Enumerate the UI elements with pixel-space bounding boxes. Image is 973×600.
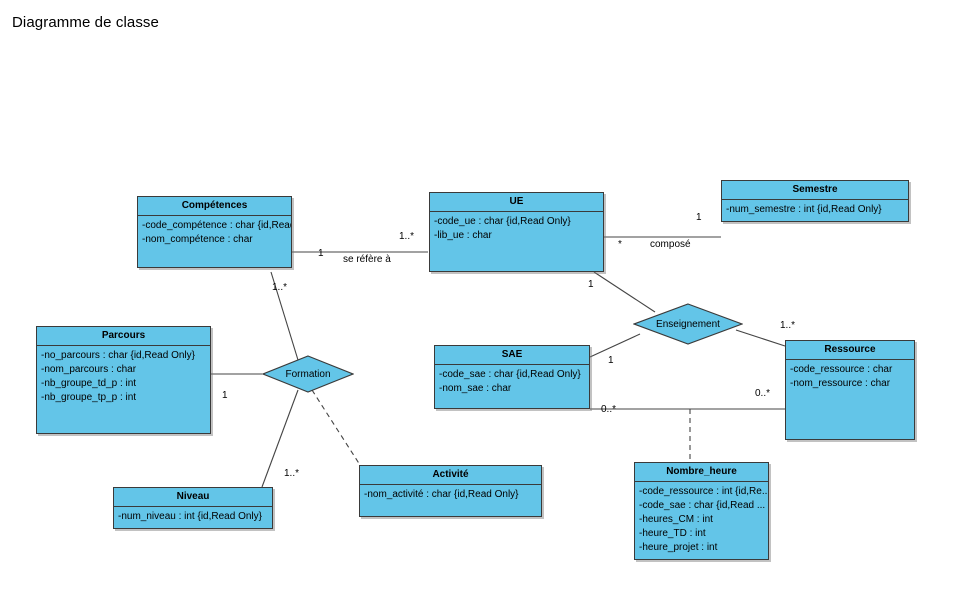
attribute-row: -nom_sae : char xyxy=(439,383,512,394)
attribute-row: -nom_activité : char {id,Read Only} xyxy=(364,489,519,500)
attribute-row: -code_sae : char {id,Read ... xyxy=(639,500,766,511)
attribute-row: -heure_projet : int xyxy=(639,542,718,553)
attribute-row: -code_ressource : char xyxy=(790,364,893,375)
multiplicity-ressource-nombre-heure: 0..* xyxy=(755,388,771,399)
attribute-row: -nb_groupe_tp_p : int xyxy=(41,392,137,403)
edge-formation-activite xyxy=(311,389,361,466)
multiplicity-sae-nombre-heure: 0..* xyxy=(601,404,617,415)
class-niveau[interactable]: Niveau -num_niveau : int {id,Read Only} xyxy=(113,487,273,529)
association-node-formation[interactable]: Formation xyxy=(262,355,354,393)
attribute-row: -code_ressource : int {id,Re... xyxy=(639,486,768,497)
diamond-shape xyxy=(262,355,354,393)
association-node-enseignement[interactable]: Enseignement xyxy=(633,303,743,345)
class-competences[interactable]: Compétences -code_compétence : char {id,… xyxy=(137,196,292,268)
class-name: Semestre xyxy=(722,181,908,200)
association-node-label: Enseignement xyxy=(656,318,720,330)
multiplicity-competences-ue-left: 1 xyxy=(318,248,324,259)
attribute-row: -heure_TD : int xyxy=(639,528,706,539)
class-name: Activité xyxy=(360,466,541,485)
class-nombre-heure[interactable]: Nombre_heure -code_ressource : int {id,R… xyxy=(634,462,769,560)
class-attributes: -num_semestre : int {id,Read Only} xyxy=(722,200,908,219)
page-title: Diagramme de classe xyxy=(12,14,159,31)
multiplicity-ressource-enseignement: 1..* xyxy=(780,320,796,331)
association-label-compose: composé xyxy=(650,239,691,250)
class-attributes: -code_ue : char {id,Read Only} -lib_ue :… xyxy=(430,212,603,245)
multiplicity-niveau-formation: 1..* xyxy=(284,468,300,479)
attribute-row: -heures_CM : int xyxy=(639,514,713,525)
class-name: UE xyxy=(430,193,603,212)
multiplicity-parcours-formation: 1 xyxy=(222,390,228,401)
attribute-row: -nom_compétence : char xyxy=(142,234,253,245)
class-attributes: -code_ressource : char -nom_ressource : … xyxy=(786,360,914,393)
class-attributes: -num_niveau : int {id,Read Only} xyxy=(114,507,272,526)
class-attributes: -code_sae : char {id,Read Only} -nom_sae… xyxy=(435,365,589,398)
class-ue[interactable]: UE -code_ue : char {id,Read Only} -lib_u… xyxy=(429,192,604,272)
class-semestre[interactable]: Semestre -num_semestre : int {id,Read On… xyxy=(721,180,909,222)
attribute-row: -lib_ue : char xyxy=(434,230,492,241)
multiplicity-sae-enseignement: 1 xyxy=(608,355,614,366)
attribute-row: -nom_parcours : char xyxy=(41,364,137,375)
attribute-row: -no_parcours : char {id,Read Only} xyxy=(41,350,195,361)
class-name: Compétences xyxy=(138,197,291,216)
multiplicity-semestre-compose: 1 xyxy=(696,212,702,223)
edge-enseignement-ressource xyxy=(735,329,786,347)
multiplicity-competences-formation: 1..* xyxy=(272,282,288,293)
multiplicity-ue-compose: * xyxy=(618,239,622,250)
class-ressource[interactable]: Ressource -code_ressource : char -nom_re… xyxy=(785,340,915,440)
class-parcours[interactable]: Parcours -no_parcours : char {id,Read On… xyxy=(36,326,211,434)
class-name: Nombre_heure xyxy=(635,463,768,482)
attribute-row: -num_niveau : int {id,Read Only} xyxy=(118,511,262,522)
class-attributes: -nom_activité : char {id,Read Only} xyxy=(360,485,541,504)
class-name: Niveau xyxy=(114,488,272,507)
class-sae[interactable]: SAE -code_sae : char {id,Read Only} -nom… xyxy=(434,345,590,409)
class-name: Parcours xyxy=(37,327,210,346)
class-attributes: -code_ressource : int {id,Re... -code_sa… xyxy=(635,482,768,557)
multiplicity-competences-ue-right: 1..* xyxy=(399,231,415,242)
diamond-shape xyxy=(633,303,743,345)
attribute-row: -code_sae : char {id,Read Only} xyxy=(439,369,581,380)
class-attributes: -no_parcours : char {id,Read Only} -nom_… xyxy=(37,346,210,407)
association-node-label: Formation xyxy=(285,368,331,380)
association-label-se-refere-a: se réfère à xyxy=(343,254,391,265)
attribute-row: -code_compétence : char {id,Read... xyxy=(142,220,291,231)
attribute-row: -num_semestre : int {id,Read Only} xyxy=(726,204,882,215)
multiplicity-ue-enseignement: 1 xyxy=(588,279,594,290)
class-name: SAE xyxy=(435,346,589,365)
attribute-row: -nom_ressource : char xyxy=(790,378,891,389)
attribute-row: -nb_groupe_td_p : int xyxy=(41,378,137,389)
class-activite[interactable]: Activité -nom_activité : char {id,Read O… xyxy=(359,465,542,517)
class-attributes: -code_compétence : char {id,Read... -nom… xyxy=(138,216,291,249)
attribute-row: -code_ue : char {id,Read Only} xyxy=(434,216,571,227)
class-name: Ressource xyxy=(786,341,914,360)
